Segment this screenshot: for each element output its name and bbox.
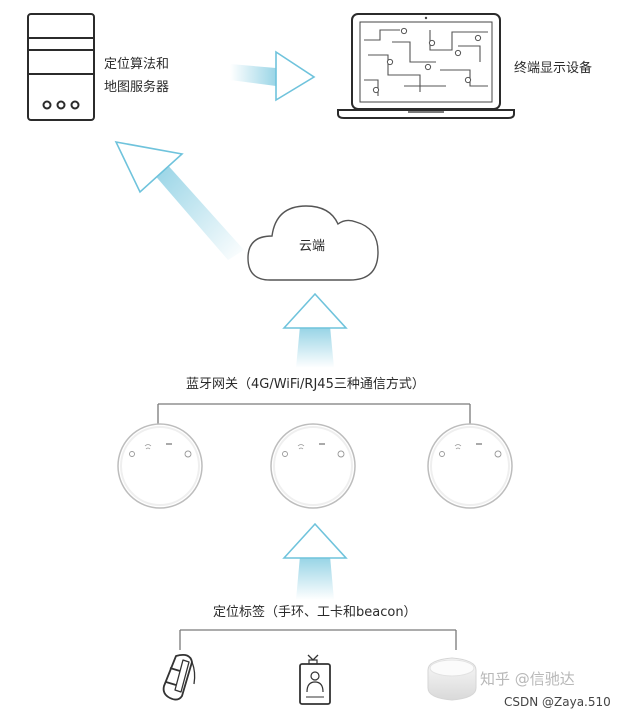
arrow-tags-to-gateway: [282, 522, 348, 600]
laptop-icon: [337, 13, 515, 119]
tag-connector: [179, 629, 457, 650]
tag-label: 定位标签（手环、工卡和beacon）: [213, 605, 417, 620]
server-icon: [27, 13, 95, 121]
cloud-label: 云端: [299, 239, 326, 254]
gateway-icon: [117, 423, 203, 509]
server-label-line2: 地图服务器: [104, 80, 170, 95]
gateway-icon: [427, 423, 513, 509]
beacon-icon: [427, 657, 477, 701]
zhihu-watermark: 知乎 @信驰达: [480, 670, 575, 688]
arrow-gateway-to-cloud: [282, 292, 348, 368]
gateway-label: 蓝牙网关（4G/WiFi/RJ45三种通信方式）: [186, 377, 425, 392]
gateway-connector: [157, 403, 471, 424]
wristband-icon: [162, 653, 196, 701]
gateway-icon: [270, 423, 356, 509]
arrow-cloud-to-server: [114, 140, 244, 260]
csdn-watermark: CSDN @Zaya.510: [504, 695, 611, 709]
server-label-line1: 定位算法和: [104, 57, 170, 72]
terminal-label: 终端显示设备: [514, 61, 593, 76]
badge-icon: [299, 654, 331, 705]
cloud-icon: [247, 205, 379, 281]
arrow-server-to-terminal: [230, 50, 316, 102]
